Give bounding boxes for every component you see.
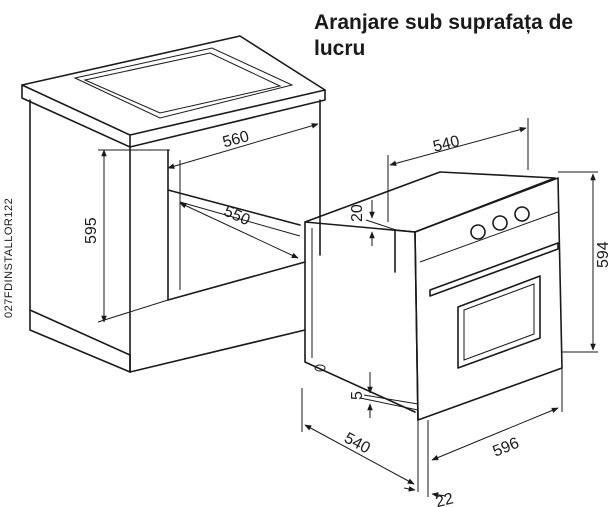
oven-window — [457, 275, 541, 369]
cabinet — [21, 35, 326, 373]
oven-top-gap-dimension: 20 — [349, 200, 397, 246]
cabinet-height-dimension: 595 — [83, 149, 170, 323]
control-panel-line — [419, 211, 559, 263]
cabinet-depth-label: 550 — [221, 203, 252, 229]
cabinet-width-dimension: 560 — [167, 123, 319, 169]
cabinet-height-label: 595 — [83, 217, 100, 244]
oven-top-width-dimension: 540 — [387, 118, 529, 222]
control-knob-icon — [514, 206, 530, 222]
cabinet-side — [29, 99, 131, 373]
oven-bottom-gap-dimension: 5 — [349, 372, 419, 418]
oven-height-label: 594 — [595, 241, 612, 268]
front-thickness-label: 22 — [434, 490, 455, 507]
oven — [304, 171, 563, 421]
control-knob-icon — [492, 215, 508, 231]
oven-width-dimension: 596 — [427, 368, 563, 497]
oven-bottom-gap-label: 5 — [349, 391, 366, 400]
drawing-code: 027FDINSTALLOR122 — [3, 198, 15, 318]
oven-top — [304, 171, 556, 233]
worktop-edge — [21, 84, 326, 148]
oven-handle — [429, 242, 559, 297]
page-title: Aranjare sub suprafața de lucru — [314, 11, 574, 60]
oven-depth-dimension: 540 — [301, 388, 419, 492]
oven-height-dimension: 594 — [558, 171, 612, 353]
cabinet-width-label: 560 — [221, 128, 251, 151]
front-thickness-dimension: 22 — [403, 486, 455, 507]
oven-top-width-label: 540 — [431, 133, 461, 156]
control-knob-icon — [470, 224, 486, 240]
oven-side — [304, 221, 416, 413]
sink-cutout — [73, 47, 294, 119]
oven-width-label: 596 — [490, 435, 521, 461]
oven-foot — [314, 364, 326, 372]
oven-top-gap-label: 20 — [349, 204, 366, 222]
